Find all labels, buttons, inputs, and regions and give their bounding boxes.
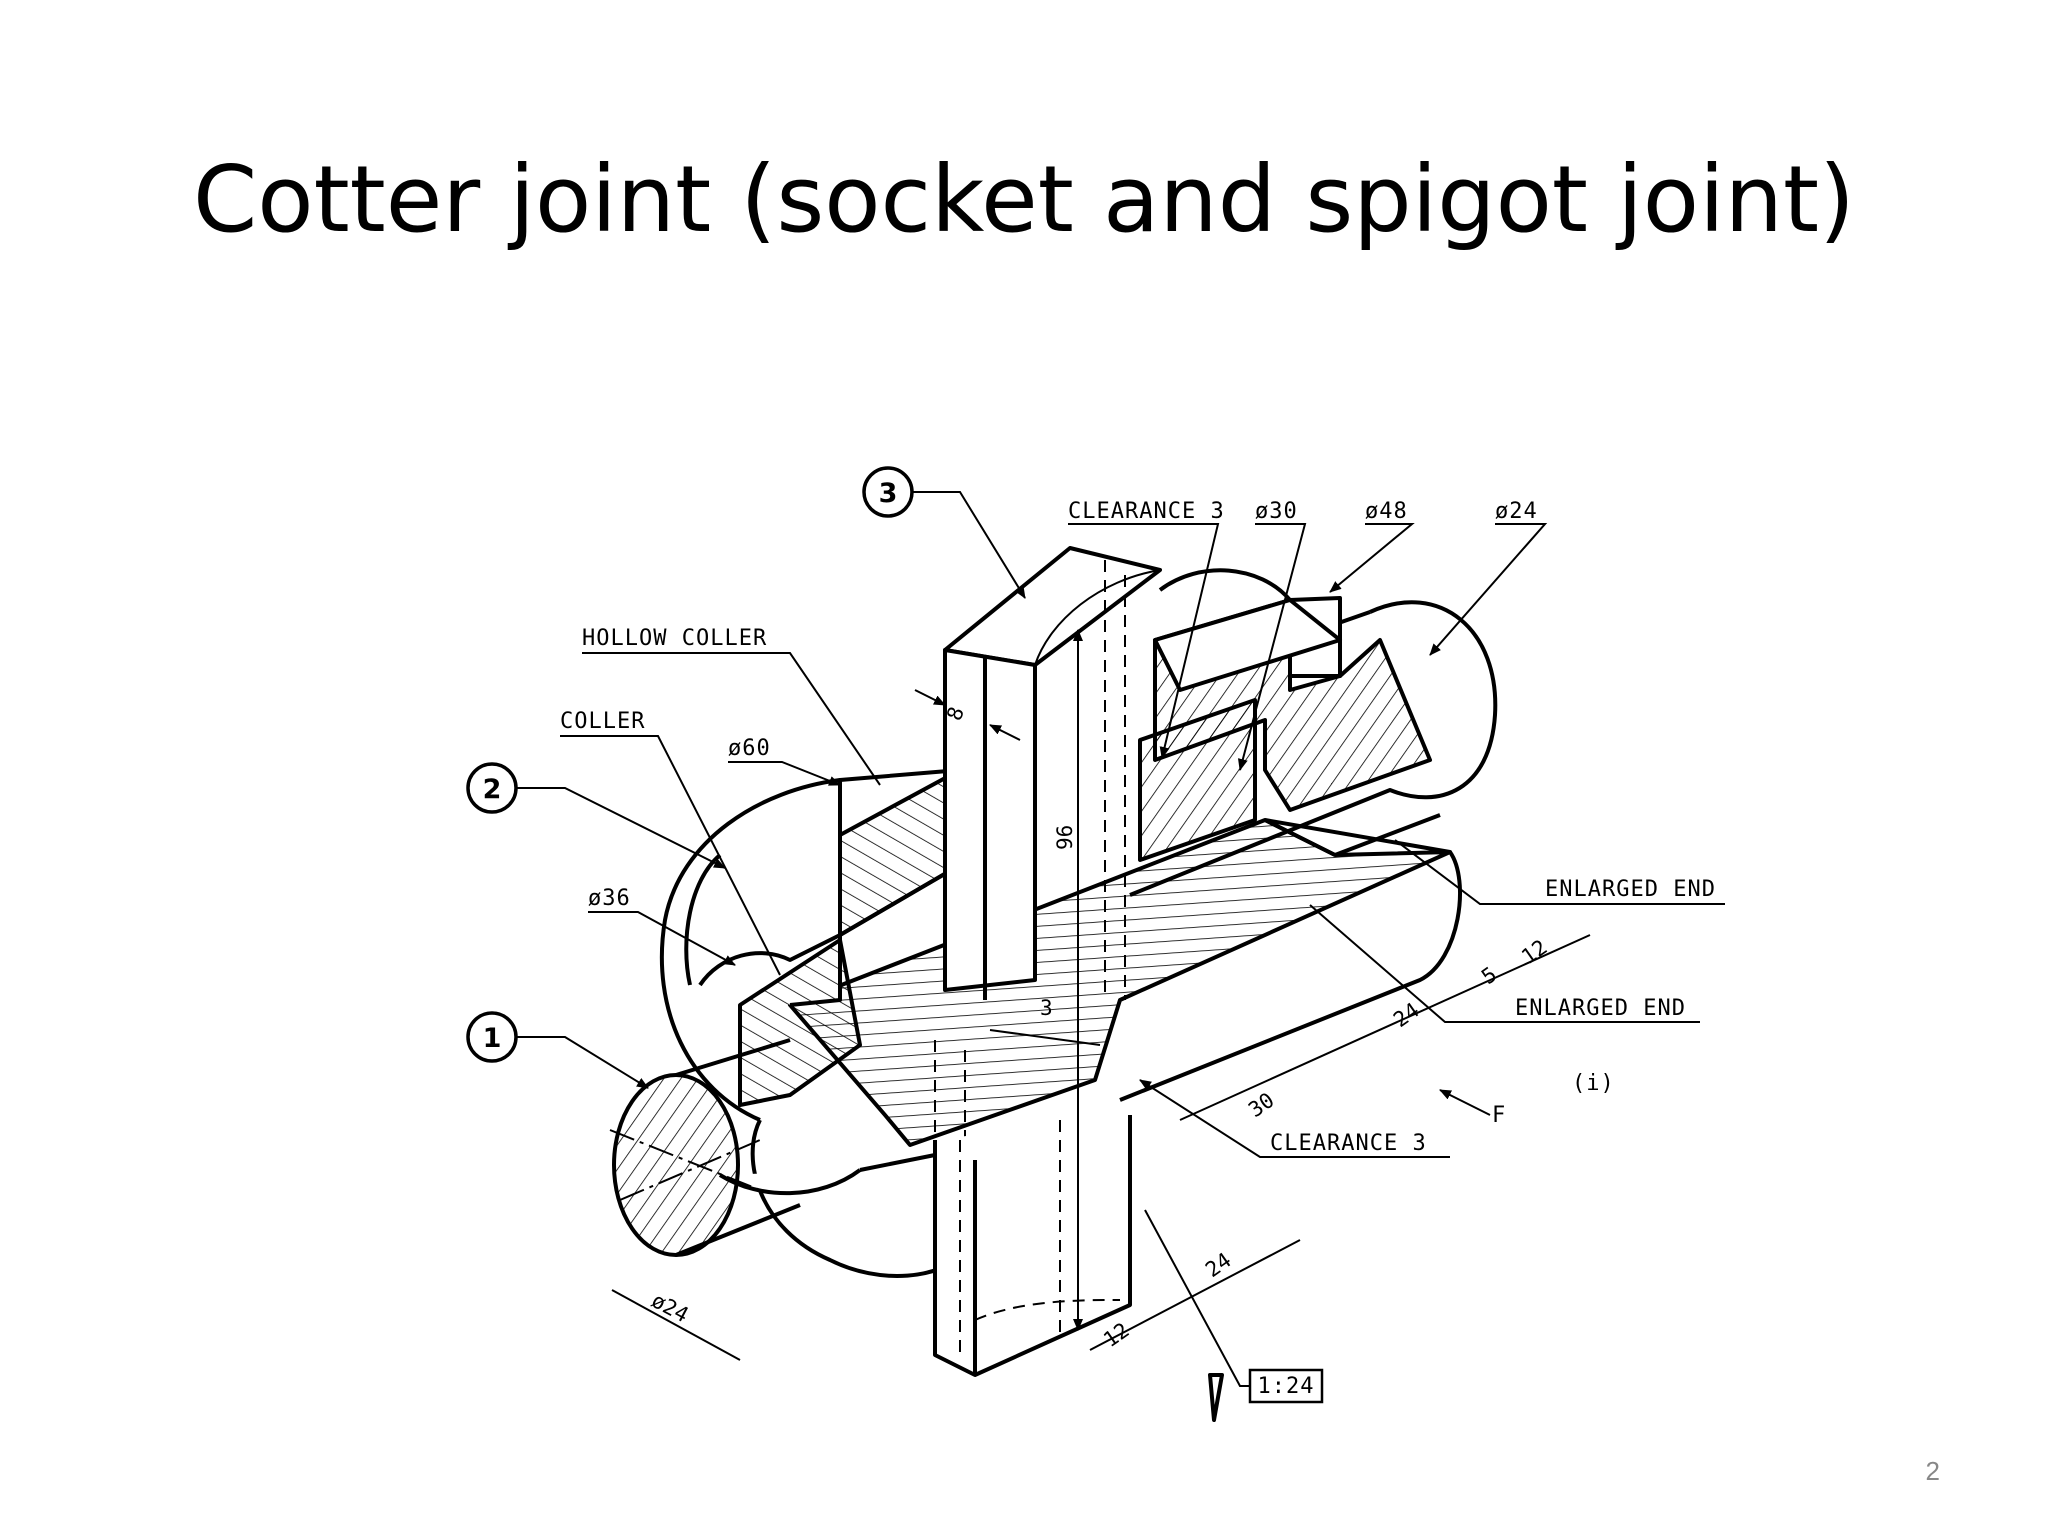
rod-end-section bbox=[612, 1073, 740, 1257]
socket-right-body bbox=[1119, 568, 1498, 1102]
label-taper: 1:24 bbox=[1258, 1374, 1315, 1399]
balloon-2-text: 2 bbox=[483, 774, 502, 805]
taper-box bbox=[1248, 1368, 1324, 1404]
spigot-section bbox=[788, 813, 1452, 1147]
balloon-1-text: 1 bbox=[483, 1023, 502, 1054]
cotter bbox=[933, 546, 1162, 1377]
label-hollow-coller: HOLLOW COLLER bbox=[582, 626, 767, 651]
dim-12-b: 12 bbox=[1099, 1318, 1133, 1352]
label-dia-30: ø30 bbox=[1255, 499, 1298, 524]
label-clearance-top: CLEARANCE 3 bbox=[1068, 499, 1225, 524]
socket-left-collar bbox=[609, 768, 972, 1290]
label-dia-24-right: ø24 bbox=[1495, 499, 1538, 524]
balloon-3-text: 3 bbox=[879, 478, 898, 509]
dim-24-a: 24 bbox=[1389, 998, 1423, 1032]
label-enlarged-end-2: ENLARGED END bbox=[1515, 996, 1686, 1021]
label-dia-36: ø36 bbox=[588, 886, 631, 911]
dim-12-a: 12 bbox=[1517, 935, 1551, 969]
label-dia-60: ø60 bbox=[728, 736, 771, 761]
slide-title: Cotter joint (socket and spigot joint) bbox=[193, 146, 1855, 253]
label-coller: COLLER bbox=[560, 709, 645, 734]
dim-gap: 3 bbox=[1040, 996, 1053, 1020]
label-dia-48: ø48 bbox=[1365, 499, 1408, 524]
dim-cotter-length: 96 bbox=[1053, 825, 1077, 850]
label-view-direction: F bbox=[1492, 1103, 1506, 1128]
label-enlarged-end-1: ENLARGED END bbox=[1545, 877, 1716, 902]
label-view-id: (i) bbox=[1572, 1071, 1615, 1096]
dim-30: 30 bbox=[1244, 1088, 1278, 1122]
label-clearance-bottom: CLEARANCE 3 bbox=[1270, 1131, 1427, 1156]
taper-symbol bbox=[1208, 1373, 1224, 1422]
page-number: 2 bbox=[1925, 1456, 1940, 1486]
